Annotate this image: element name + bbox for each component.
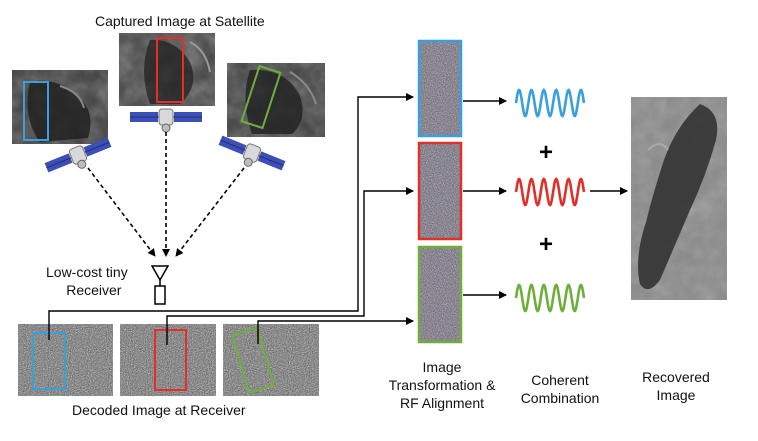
coherent-combination-label: Coherent Combination xyxy=(508,371,612,407)
satellite-image-green xyxy=(227,63,325,137)
decoded-image-red xyxy=(120,324,216,396)
recovered-image-label: Recovered Image xyxy=(626,368,726,404)
decoded-image-green xyxy=(223,324,319,396)
transformed-image-blue xyxy=(417,39,463,138)
recovered-label-line2: Image xyxy=(656,387,696,403)
sine-wave-icon xyxy=(514,283,586,313)
recovered-label-line1: Recovered xyxy=(642,369,710,385)
transformation-label-line2: Transformation & xyxy=(388,377,496,393)
receiver-label-line2: Receiver xyxy=(66,282,122,298)
satellite-image-red xyxy=(119,33,215,106)
satellite-image-blue xyxy=(12,70,108,144)
transformation-label-line3: RF Alignment xyxy=(399,395,485,411)
receiver-label-line1: Low-cost tiny xyxy=(46,264,128,280)
decoded-image-blue xyxy=(18,324,113,396)
routing-arrows xyxy=(48,93,414,345)
transformation-label: Image Transformation & RF Alignment xyxy=(382,358,502,412)
captured-image-label: Captured Image at Satellite xyxy=(95,13,265,29)
transformed-image-red xyxy=(417,141,463,241)
transformation-label-line1: Image xyxy=(422,359,462,375)
receiver-label: Low-cost tiny Receiver xyxy=(46,263,128,299)
sine-wave-icon xyxy=(514,88,586,118)
satellite-icon xyxy=(44,137,112,173)
coherent-label-line1: Coherent xyxy=(531,372,589,388)
antenna-icon xyxy=(150,265,170,305)
alignment-arrows xyxy=(463,97,507,299)
coherent-label-line2: Combination xyxy=(520,390,600,406)
sine-wave-icon xyxy=(514,177,586,207)
transformed-image-green xyxy=(417,245,463,344)
satellite-icon xyxy=(130,108,202,133)
plus-icon: + xyxy=(539,139,553,166)
satellite-icon xyxy=(218,135,286,171)
downlink-arrows xyxy=(87,132,245,257)
recovered-image xyxy=(631,97,727,300)
decoded-image-label: Decoded Image at Receiver xyxy=(72,402,246,418)
plus-icon: + xyxy=(539,231,553,258)
